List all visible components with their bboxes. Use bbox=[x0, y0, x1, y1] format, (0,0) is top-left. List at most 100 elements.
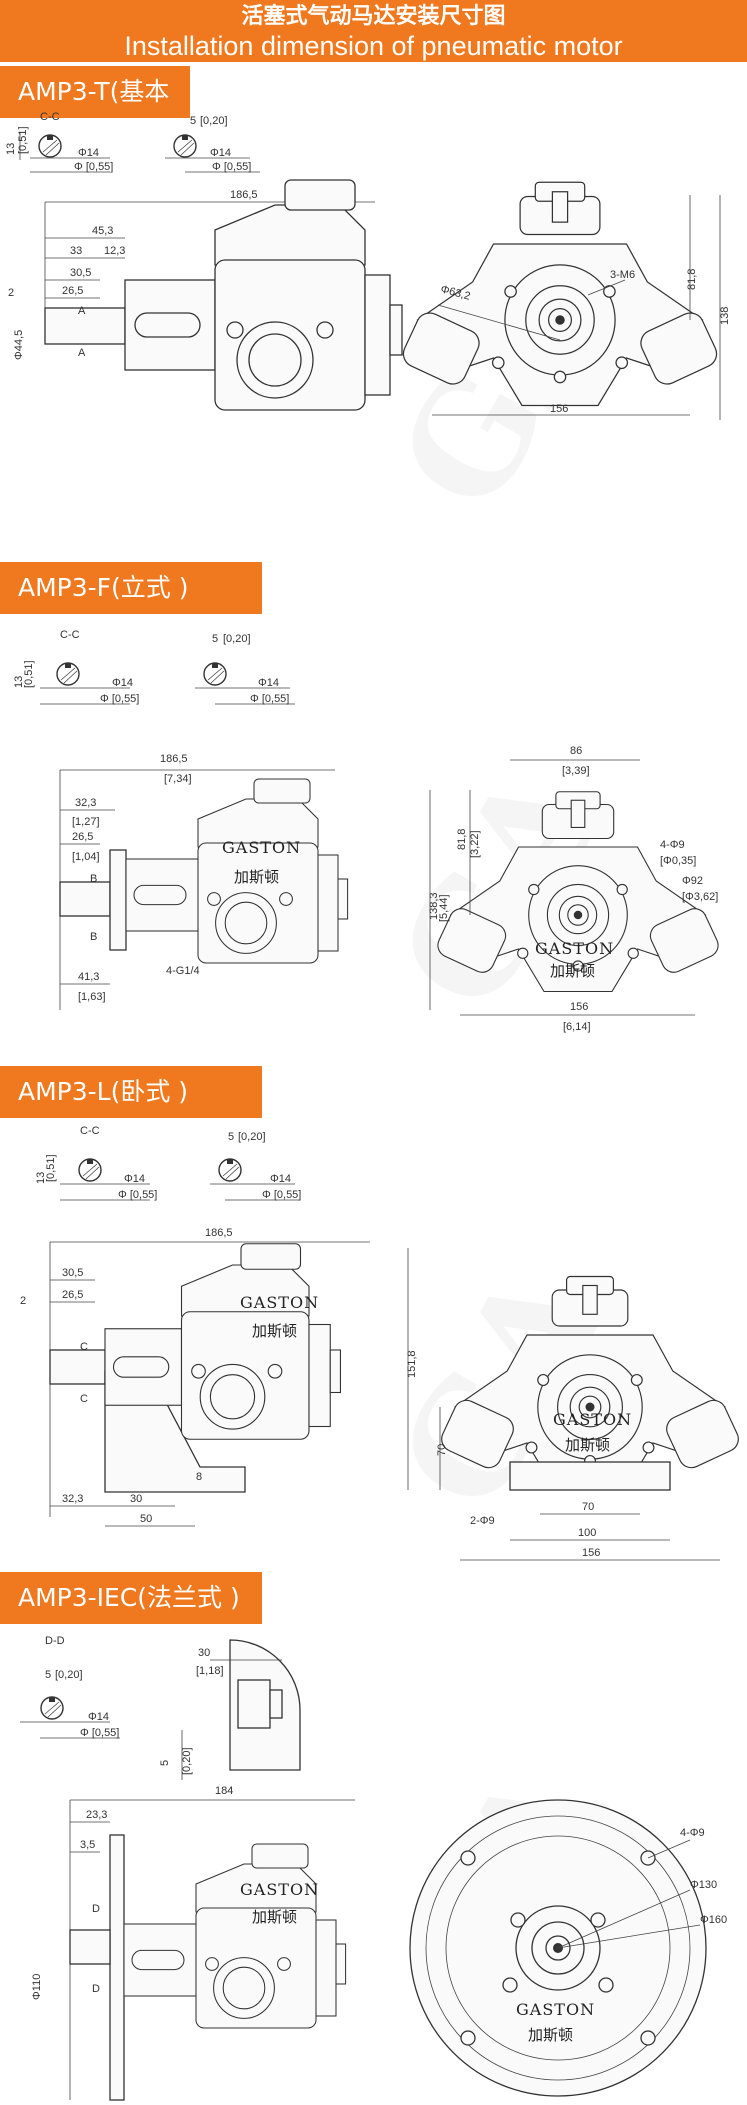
side-view-body bbox=[123, 1843, 347, 2029]
dim-overall: 186,5 bbox=[160, 753, 188, 765]
drawing-amp3-l: C-C 13 [0,51] Φ14 Φ [0,55] 5 [0,20] Φ14 … bbox=[20, 1125, 744, 1561]
brand-name: GASTON bbox=[240, 1880, 319, 1899]
dim-key-in: [0,20] bbox=[223, 633, 251, 645]
shaft-section-view bbox=[38, 134, 62, 158]
dim-h: 13 bbox=[5, 143, 17, 155]
dim-d5: 26,5 bbox=[62, 285, 83, 297]
dim-d2-in: Φ [0,55] bbox=[212, 161, 251, 173]
brand-name: GASTON bbox=[553, 1410, 632, 1429]
dim-d1: 32,3 bbox=[75, 797, 96, 809]
dim-key: 5 bbox=[45, 1669, 51, 1681]
dim-w3: 156 bbox=[582, 1547, 600, 1559]
dim-od: Φ160 bbox=[700, 1914, 727, 1926]
dim-d: Φ14 bbox=[112, 677, 133, 689]
dim-d-in: Φ [0,55] bbox=[118, 1189, 157, 1201]
brand-name-cn: 加斯顿 bbox=[528, 2026, 573, 2044]
dim-overall: 186,5 bbox=[230, 189, 258, 201]
dim-overall-in: [7,34] bbox=[164, 773, 192, 785]
brand-name-cn: 加斯顿 bbox=[252, 1908, 297, 1926]
dim-d2-side: 33 bbox=[70, 245, 82, 257]
dim-d2: Φ14 bbox=[210, 147, 231, 159]
cut-mark: B bbox=[90, 931, 97, 943]
dim-b2: 30 bbox=[130, 1493, 142, 1505]
dim-h2: 138 bbox=[719, 307, 731, 325]
dim-h-in: [0,51] bbox=[17, 126, 29, 154]
dim-holes: 4-Φ9 bbox=[680, 1827, 705, 1839]
brand-name: GASTON bbox=[535, 939, 614, 958]
dim-d2: 3,5 bbox=[80, 1839, 95, 1851]
section-amp3-iec: D-D 5 [0,20] Φ14 Φ [0,55] 30 [1,18] 5 [0… bbox=[0, 1630, 747, 2105]
dim-holes-in: [Φ0,35] bbox=[660, 855, 696, 867]
dim-d2-in: Φ [0,55] bbox=[262, 1189, 301, 1201]
dim-h: 13 bbox=[13, 676, 25, 688]
brand-name: GASTON bbox=[240, 1293, 319, 1312]
flange bbox=[109, 849, 127, 951]
drawing-amp3-iec: D-D 5 [0,20] Φ14 Φ [0,55] 30 [1,18] 5 [0… bbox=[20, 1635, 727, 2101]
foot-base bbox=[509, 1461, 671, 1491]
shaft-section-view bbox=[56, 662, 80, 686]
header-banner: 活塞式气动马达安装尺寸图 Installation dimension of p… bbox=[0, 0, 747, 62]
dim-key: 5 bbox=[228, 1131, 234, 1143]
dim-h1-in: [3,22] bbox=[469, 830, 481, 858]
side-view-body bbox=[124, 179, 403, 411]
dim-top-in: [3,39] bbox=[562, 765, 590, 777]
dim-pcd: Φ92 bbox=[682, 875, 703, 887]
cut-mark: A bbox=[78, 305, 86, 317]
dim-overall: 186,5 bbox=[205, 1227, 233, 1239]
dim-d3: 12,3 bbox=[104, 245, 125, 257]
dim-d1: 45,3 bbox=[92, 225, 113, 237]
dim-pcd-in: [Φ3,62] bbox=[682, 891, 718, 903]
cut-mark: B bbox=[90, 873, 97, 885]
dim-d2-in: [1,04] bbox=[72, 851, 100, 863]
dim-h: 13 bbox=[35, 1172, 47, 1184]
brand-name-cn: 加斯顿 bbox=[234, 868, 279, 886]
dim-side-k-in: [0,20] bbox=[181, 1747, 193, 1775]
dim-top: 86 bbox=[570, 745, 582, 757]
section-amp3-f: C-C 13 [0,51] Φ14 Φ [0,55] 5 [0,20] Φ14 … bbox=[0, 620, 747, 1050]
dim-d: Φ14 bbox=[78, 147, 99, 159]
cut-mark: A bbox=[78, 347, 86, 359]
dim-d4: 30,5 bbox=[70, 267, 91, 279]
dim-key-in: [0,20] bbox=[238, 1131, 266, 1143]
dim-holes: 3-M6 bbox=[610, 269, 635, 281]
section-mark: C-C bbox=[80, 1125, 100, 1137]
dim-h1: 81,8 bbox=[686, 269, 698, 290]
shaft bbox=[49, 1349, 106, 1385]
cut-mark: C bbox=[80, 1341, 88, 1353]
cut-mark: C bbox=[80, 1393, 88, 1405]
dim-h2: 138,3 bbox=[428, 892, 440, 920]
section-label-amp3-iec: AMP3-IEC(法兰式 ) bbox=[0, 1572, 262, 1624]
dim-d1: 23,3 bbox=[86, 1809, 107, 1821]
dim-d2-in: Φ [0,55] bbox=[250, 693, 289, 705]
section-label-amp3-t: AMP3-T(基本式 ) bbox=[0, 66, 190, 158]
dim-d: Φ14 bbox=[124, 1173, 145, 1185]
dim-d: Φ14 bbox=[88, 1711, 109, 1723]
dim-holes: 2-Φ9 bbox=[470, 1515, 495, 1527]
dim-side-k: 5 bbox=[159, 1760, 171, 1766]
drawing-amp3-f: C-C 13 [0,51] Φ14 Φ [0,55] 5 [0,20] Φ14 … bbox=[13, 629, 723, 1033]
dim-key-in: [0,20] bbox=[55, 1669, 83, 1681]
dim-d-in: Φ [0,55] bbox=[100, 693, 139, 705]
section-mark: D-D bbox=[45, 1635, 65, 1647]
title-en: Installation dimension of pneumatic moto… bbox=[124, 31, 623, 61]
section-amp3-t: C-C 13 [0,51] Φ14 Φ [0,55] 5 [0,20] Φ14 … bbox=[0, 110, 747, 430]
dim-len-in: [1,18] bbox=[196, 1665, 224, 1677]
mount-hole bbox=[460, 1850, 476, 1866]
dim-key: 5 bbox=[212, 633, 218, 645]
shaft-section-view bbox=[78, 1158, 102, 1182]
section-mark: C-C bbox=[40, 111, 60, 123]
dim-d-in: Φ [0,55] bbox=[80, 1727, 119, 1739]
section-amp3-l: C-C 13 [0,51] Φ14 Φ [0,55] 5 [0,20] Φ14 … bbox=[0, 1122, 747, 1562]
flange-plate bbox=[109, 1834, 125, 2101]
dim-b3: 50 bbox=[140, 1513, 152, 1525]
mount-hole bbox=[460, 2030, 476, 2046]
brand-name-cn: 加斯顿 bbox=[252, 1322, 297, 1340]
dim-foot: 8 bbox=[196, 1471, 202, 1483]
dim-d2: 26,5 bbox=[62, 1289, 83, 1301]
dim-w: 156 bbox=[550, 403, 568, 415]
section-mark: C-C bbox=[60, 629, 80, 641]
dim-d3-in: [1,63] bbox=[78, 991, 106, 1003]
dim-d1-in: [1,27] bbox=[72, 816, 100, 828]
dim-w2: 100 bbox=[578, 1527, 596, 1539]
shaft-key-view bbox=[218, 1158, 242, 1182]
